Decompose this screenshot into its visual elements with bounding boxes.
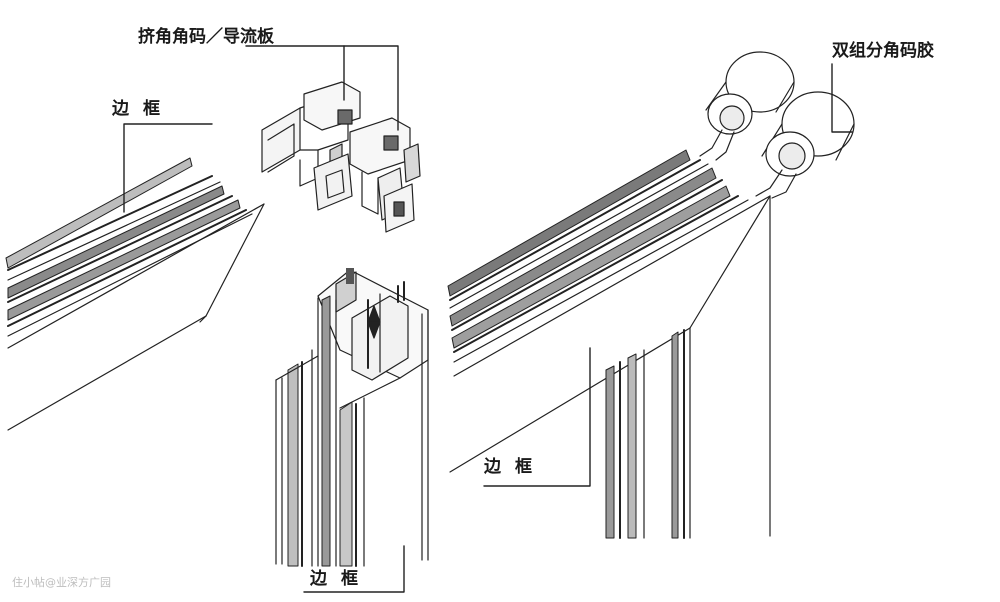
watermark: 住小帖@业深方广园 xyxy=(12,576,111,589)
right-frame-profile xyxy=(447,51,855,539)
corner-insert-guide-parts xyxy=(261,81,421,233)
left-frame-profile xyxy=(5,157,265,431)
leader-lines xyxy=(123,45,853,593)
frame-label-right: 边框 xyxy=(484,457,546,477)
corner-insert-guide-label: 挤角角码／导流板 xyxy=(138,27,274,47)
dual-glue-cartridges xyxy=(699,51,855,199)
frame-label-center: 边框 xyxy=(310,569,372,589)
center-frame-profile xyxy=(275,268,429,567)
dual-component-glue-label: 双组分角码胶 xyxy=(832,41,934,61)
frame-label-left: 边框 xyxy=(112,99,174,119)
